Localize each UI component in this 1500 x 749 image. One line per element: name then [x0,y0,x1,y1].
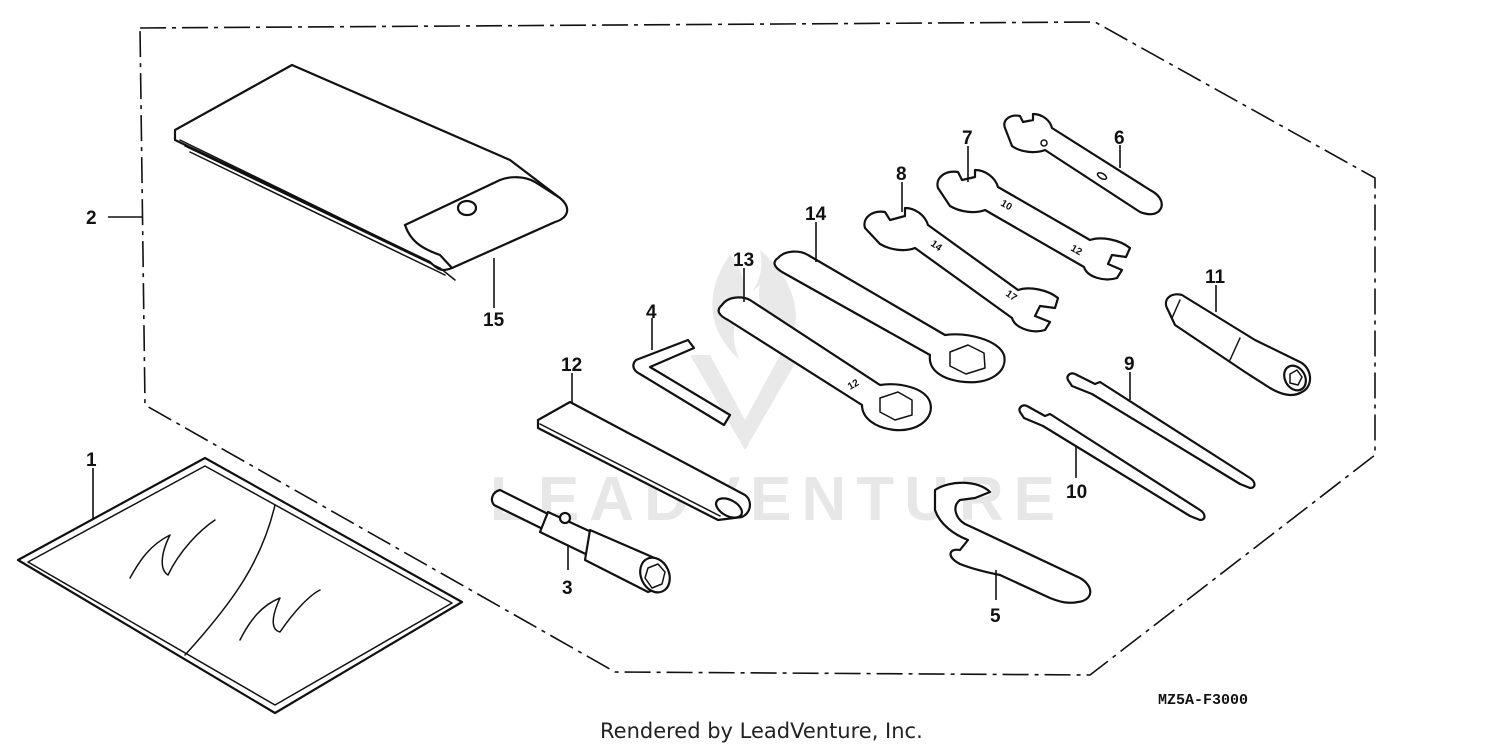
leader-lines [92,145,1217,600]
callout-5: 5 [990,606,1001,627]
svg-text:12: 12 [846,377,862,392]
callout-2: 2 [86,208,97,229]
callout-labels: 2 1 15 3 4 5 6 7 8 9 10 11 12 13 14 [86,128,1226,627]
callout-14: 14 [805,204,827,225]
callout-4: 4 [646,302,657,323]
pin-spanner [933,481,1092,604]
callout-6: 6 [1114,128,1125,149]
callout-10: 10 [1066,482,1087,503]
spark-plug-wrench [490,488,671,594]
footer-credit: Rendered by LeadVenture, Inc. [600,719,923,743]
callout-7: 7 [962,128,973,149]
flat-screwdriver [1018,404,1206,522]
open-wrench-14x17: 14 17 [863,206,1060,333]
callout-9: 9 [1124,354,1135,375]
callout-3: 3 [562,578,573,599]
watermark-text: LEADVENTURE [490,465,1065,534]
svg-text:12: 12 [1069,243,1085,258]
phillips-screwdriver [1066,372,1256,490]
open-wrench-10x12: 10 12 [936,168,1132,281]
owners-manual-envelope [16,456,464,715]
callout-8: 8 [896,164,907,185]
kit-boundary-frame [139,21,1376,676]
screwdriver-handle [1164,293,1312,397]
box-wrench-small: 12 [717,296,932,432]
callout-13: 13 [733,250,754,271]
callout-11: 11 [1205,267,1226,288]
callout-12: 12 [561,355,582,376]
callout-1: 1 [86,450,97,471]
hex-key [632,338,732,427]
callout-15: 15 [483,310,505,331]
tool-bag [173,63,569,281]
sleeve [536,400,751,522]
svg-text:10: 10 [999,198,1015,213]
open-wrench-8mm [1003,112,1163,216]
box-wrench-large [773,250,1006,384]
diagram-code: MZ5A-F3000 [1158,692,1248,709]
